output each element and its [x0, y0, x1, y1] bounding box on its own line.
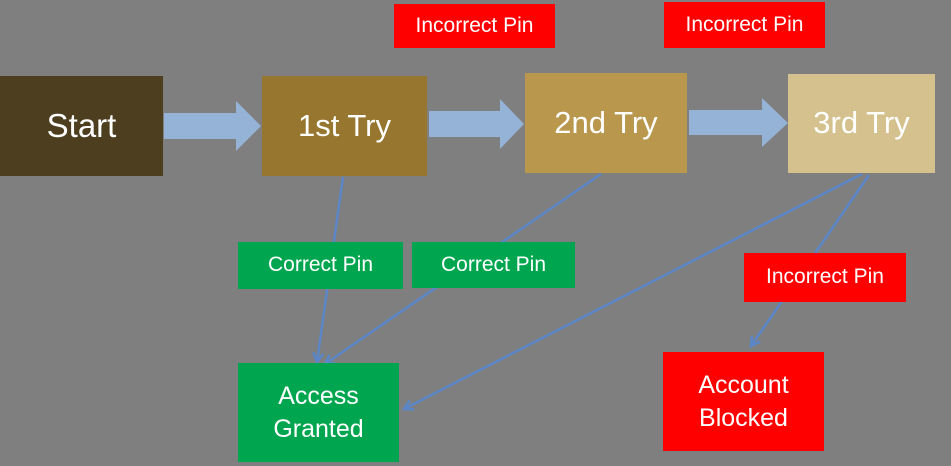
node-third-try: 3rd Try — [788, 74, 935, 173]
edge-label-incorrect-pin-1-text: Incorrect Pin — [415, 13, 534, 37]
connector-try3-to-access — [401, 172, 863, 411]
edge-label-correct-pin-2-text: Correct Pin — [440, 252, 547, 276]
node-first-try-label: 1st Try — [297, 107, 391, 143]
node-access-granted: Access Granted — [238, 363, 399, 462]
node-start: Start — [0, 76, 163, 176]
node-start-label: Start — [46, 107, 117, 145]
edge-label-incorrect-pin-2: Incorrect Pin — [664, 2, 825, 48]
edge-label-incorrect-pin-3-text: Incorrect Pin — [766, 265, 884, 289]
edge-label-incorrect-pin-1: Incorrect Pin — [394, 4, 555, 48]
node-second-try: 2nd Try — [525, 73, 687, 173]
edge-label-incorrect-pin-2-text: Incorrect Pin — [685, 12, 804, 36]
node-account-blocked-line2: Blocked — [699, 403, 788, 432]
flow-arrow-try2-to-try3 — [689, 98, 788, 147]
flow-arrow-start-to-try1 — [164, 101, 261, 151]
node-account-blocked: Account Blocked — [663, 352, 824, 451]
node-account-blocked-line1: Account — [698, 370, 789, 399]
flow-arrow-try1-to-try2 — [429, 99, 524, 149]
edge-label-correct-pin-1: Correct Pin — [238, 242, 403, 289]
node-access-granted-line1: Access — [278, 381, 359, 410]
edge-label-correct-pin-2: Correct Pin — [412, 242, 575, 288]
edge-label-correct-pin-1-text: Correct Pin — [267, 253, 374, 277]
node-third-try-label: 3rd Try — [813, 105, 910, 141]
node-second-try-label: 2nd Try — [554, 104, 658, 140]
edge-label-incorrect-pin-3: Incorrect Pin — [744, 253, 906, 302]
node-first-try: 1st Try — [262, 76, 427, 176]
node-access-granted-line2: Granted — [273, 414, 364, 443]
